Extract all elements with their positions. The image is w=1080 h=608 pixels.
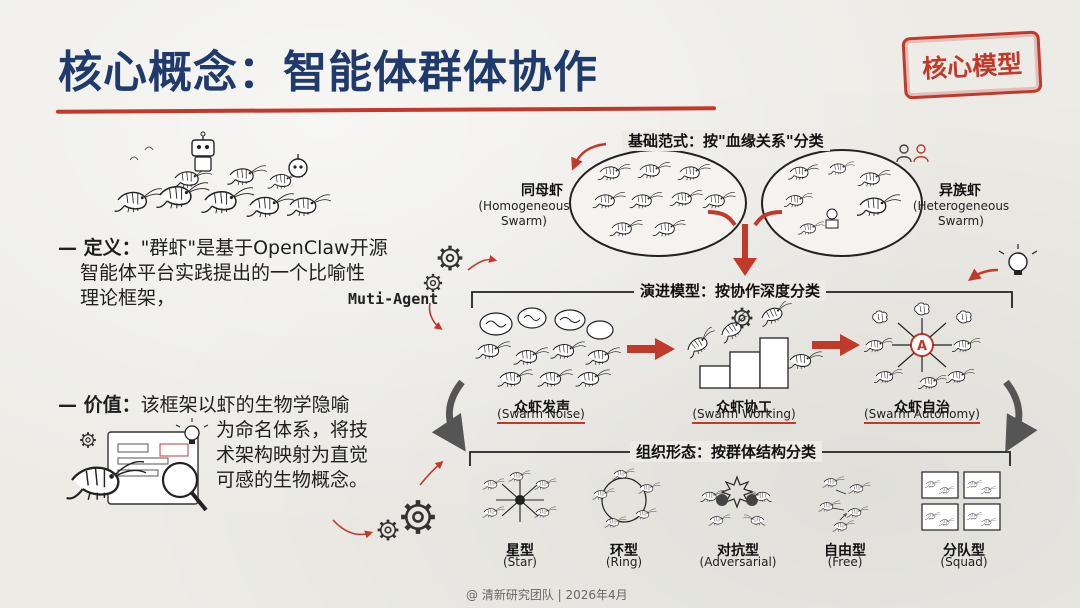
multi-agent-label: Muti-Agent	[348, 290, 439, 308]
form-ring-en: (Ring)	[605, 555, 643, 569]
evolution-heading: 演进模型：按协作深度分类	[634, 280, 827, 301]
squad-topology-illustration	[921, 471, 1001, 531]
adversarial-topology-illustration	[699, 475, 773, 526]
stage-working-cn: 众虾协工	[716, 400, 772, 416]
form-star-en: (Star)	[503, 555, 537, 569]
free-topology-illustration	[818, 476, 871, 532]
value-label: — 价值：	[58, 394, 141, 416]
gear-icon	[79, 431, 97, 449]
homogeneous-en-label-2: Swarm)	[501, 214, 547, 228]
value-line-2: 为命名体系，将技	[216, 419, 369, 441]
value-line-4: 可感的生物概念。	[216, 469, 369, 491]
robot-icon	[288, 154, 308, 178]
heterogeneous-swarm-circle	[761, 149, 923, 257]
people-icon	[896, 144, 929, 163]
homogeneous-swarm-circle	[569, 149, 747, 257]
gear-icon	[435, 243, 465, 273]
magnifier-icon	[161, 461, 208, 512]
definition-line-1: — 定义："群虾"是基于OpenClaw开源	[58, 236, 388, 261]
form-ring-cn: 环型	[610, 543, 638, 559]
lightbulb-icon	[998, 244, 1038, 275]
value-line-1: — 价值：该框架以虾的生物学隐喻	[58, 393, 350, 418]
basic-paradigm-heading: 基础范式：按"血缘关系"分类	[622, 130, 830, 151]
stage-noise-cn: 众虾发声	[514, 400, 570, 416]
swarm-autonomy-illustration: A	[863, 302, 982, 390]
definition-label: — 定义：	[58, 237, 141, 259]
gear-icon	[401, 500, 435, 534]
stage-working-en: (Swarm Working)	[680, 407, 808, 424]
ring-topology-illustration	[592, 468, 661, 528]
heterogeneous-cn-label: 异族虾	[939, 183, 981, 199]
form-squad-cn: 分队型	[943, 543, 985, 559]
shrimp-robot-cluster	[113, 131, 332, 218]
value-text-1: 该框架以虾的生物学隐喻	[140, 394, 350, 416]
page-title: 核心概念：智能体群体协作	[58, 47, 598, 98]
form-adversarial-en: (Adversarial)	[699, 555, 777, 569]
footer-credit: @ 清新研究团队 | 2026年4月	[466, 588, 628, 602]
form-star-cn: 星型	[506, 543, 534, 559]
star-topology-illustration	[482, 470, 557, 522]
definition-text-1: "群虾"是基于OpenClaw开源	[140, 237, 388, 259]
shrimp-magnifier-illustration	[65, 418, 209, 512]
form-adversarial-cn: 对抗型	[717, 543, 759, 559]
definition-line-3: 理论框架，	[80, 287, 176, 309]
heterogeneous-en-label-2: Swarm)	[938, 214, 984, 228]
gear-icon	[376, 518, 400, 542]
organization-heading: 组织形态：按群体结构分类	[630, 441, 823, 462]
form-squad-en: (Squad)	[940, 555, 988, 569]
homogeneous-cn-label: 同母虾	[521, 183, 563, 199]
autonomy-center-letter: A	[917, 339, 927, 354]
stage-noise-en: (Swarm Noise)	[486, 407, 596, 424]
value-line-3: 术架构映射为直觉	[216, 444, 369, 466]
definition-line-2: 智能体平台实践提出的一个比喻性	[80, 262, 366, 284]
swarm-working-illustration	[681, 298, 824, 389]
homogeneous-en-label-1: (Homogeneous	[478, 199, 570, 213]
stage-autonomy-en: (Swarm Autonomy)	[856, 407, 988, 424]
swarm-noise-illustration	[475, 307, 622, 388]
heterogeneous-en-label-1: (Heterogeneous	[912, 199, 1010, 213]
robot-icon	[191, 131, 215, 172]
stage-autonomy-cn: 众虾自治	[894, 400, 950, 416]
form-free-en: (Free)	[827, 555, 863, 569]
form-free-cn: 自由型	[824, 543, 866, 559]
lightbulb-icon	[175, 418, 209, 444]
